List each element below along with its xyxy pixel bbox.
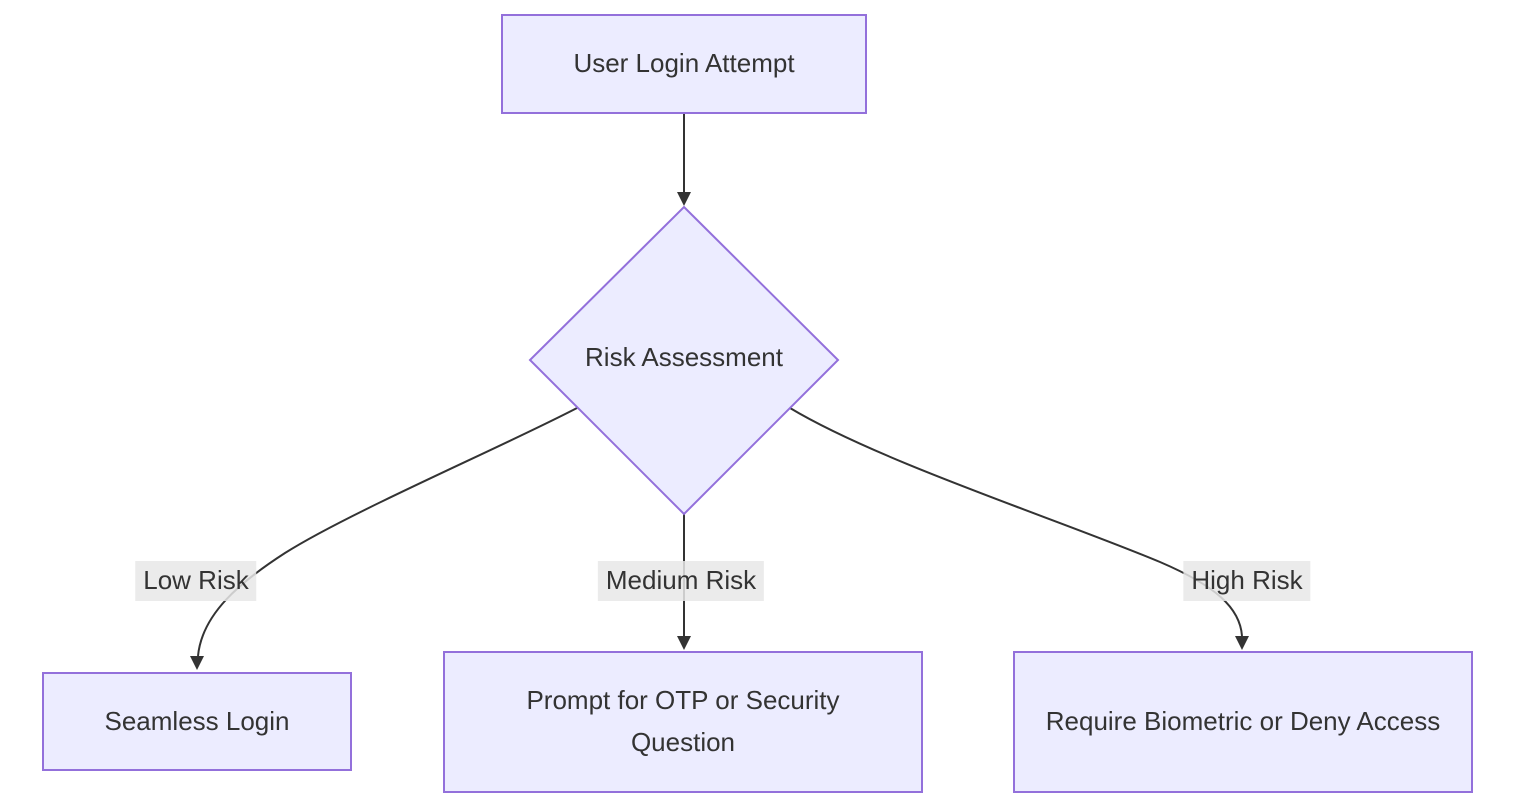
edge-risk-to-biometric [789, 407, 1243, 637]
arrowhead-icon [677, 636, 691, 650]
node-user-login-attempt: User Login Attempt [501, 14, 867, 114]
edge-label-medium-risk: Medium Risk [597, 561, 765, 601]
edge-risk-to-seamless [197, 407, 578, 657]
node-risk-assessment-label: Risk Assessment [585, 342, 783, 372]
decision-diamond-shape [528, 205, 840, 516]
edge-label-low-risk: Low Risk [135, 561, 257, 601]
edge-label-high-risk: High Risk [1183, 561, 1311, 601]
arrowhead-icon [190, 656, 204, 670]
node-prompt-otp-or-security-question: Prompt for OTP or Security Question [443, 651, 923, 793]
node-seamless-login: Seamless Login [42, 672, 352, 771]
arrowhead-icon [1235, 636, 1249, 650]
arrowhead-icon [677, 192, 691, 206]
node-require-biometric-or-deny-access: Require Biometric or Deny Access [1013, 651, 1473, 793]
